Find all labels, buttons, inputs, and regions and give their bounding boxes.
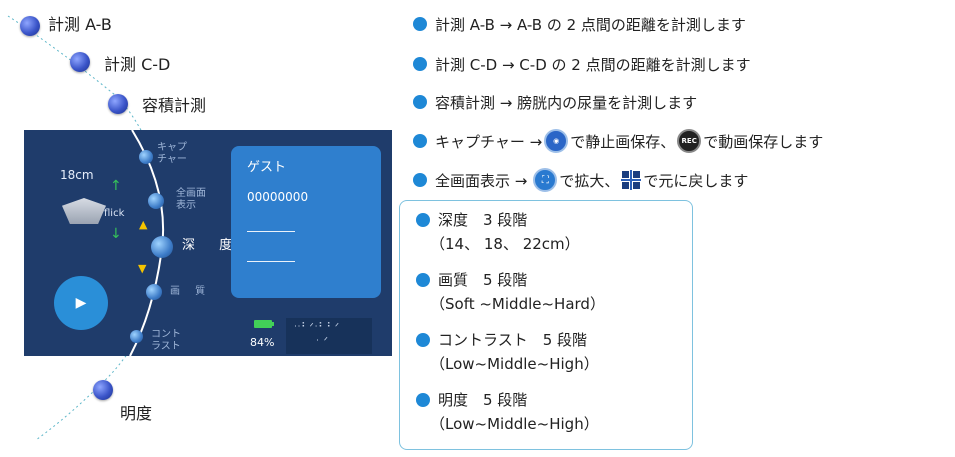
desc-capture-text-b: で静止画保存、 [570,132,676,151]
depth-menu-label[interactable]: 深 度 [182,238,243,253]
spec-depth-detail: （14、 18、 22cm） [430,235,580,253]
battery-cap [272,322,274,326]
patient-id: 00000000 [247,190,309,204]
desc-fullscreen-text-c: で元に戻します [643,171,749,190]
bullet-icon [413,57,427,71]
spec-quality-title: 画質 5 段階 [416,269,527,290]
desc-measure-cd-text: 計測 C-D → C-D の 2 点間の距離を計測します [435,55,751,74]
capture-menu-dot[interactable] [139,150,153,164]
desc-capture-text-c: で動画保存します [703,132,824,151]
rec-icon[interactable]: REC [677,129,702,153]
flick-down-arrow: ↓ [110,226,122,242]
desc-fullscreen-text-b: で拡大、 [559,171,620,190]
desc-measure-ab-text: 計測 A-B → A-B の 2 点間の距離を計測します [435,15,746,34]
measure-ab-dot[interactable] [20,16,40,36]
spec-depth-title: 深度 3 段階 [416,209,527,230]
battery-percent: 84% [250,336,275,349]
play-button[interactable]: ▶ [54,276,108,330]
outer-item-volume[interactable]: 容積計測 [142,96,207,115]
desc-volume-text: 容積計測 → 膀胱内の尿量を計測します [435,93,698,112]
measure-cd-dot[interactable] [70,52,90,72]
fullscreen-menu-dot[interactable] [148,193,164,209]
spec-quality-title-text: 画質 5 段階 [438,271,528,289]
info-line-2: ᐧ ᐟ [316,336,329,347]
desc-capture: キャプチャー → ◉ で静止画保存、 REC で動画保存します [413,129,824,153]
outer-item-brightness[interactable]: 明度 [120,404,153,423]
bullet-icon [416,272,430,287]
expand-icon[interactable]: ⛶ [533,168,558,192]
info-box: ᐧᐧ⠃ᐟᐧ⠃⠃ᐟ ᐧ ᐟ [286,318,372,354]
contrast-menu-dot[interactable] [130,330,143,343]
shrink-icon[interactable] [621,170,642,190]
device-screen: 18cm ↑ flick ↓ ▶ キャプ チャー 全画面 表示 ▲ 深 度 ▼ … [24,130,392,356]
desc-fullscreen: 全画面表示 → ⛶ で拡大、 で元に戻します [413,168,749,192]
volume-dot[interactable] [108,94,128,114]
patient-name: ゲスト [247,160,287,175]
desc-capture-text-a: キャプチャー → [435,132,543,151]
desc-measure-cd: 計測 C-D → C-D の 2 点間の距離を計測します [413,53,751,75]
spec-quality-detail: （Soft ~Middle~Hard） [430,295,605,313]
depth-menu-dot[interactable] [151,236,173,258]
brightness-dot[interactable] [93,380,113,400]
spec-contrast-title-text: コントラスト 5 段階 [438,331,588,349]
bullet-icon [416,332,430,347]
bullet-icon [413,17,427,31]
quality-menu-dot[interactable] [146,284,162,300]
patient-field-1: ―――― [247,224,295,238]
down-triangle-icon: ▼ [138,262,147,275]
quality-menu-label[interactable]: 画 質 [170,286,212,297]
spec-box: 深度 3 段階 （14、 18、 22cm） 画質 5 段階 （Soft ~Mi… [399,200,693,450]
bullet-icon [416,392,430,407]
info-line-1: ᐧᐧ⠃ᐟᐧ⠃⠃ᐟ [294,322,341,333]
desc-measure-ab: 計測 A-B → A-B の 2 点間の距離を計測します [413,13,746,35]
outer-item-measure-cd[interactable]: 計測 C-D [104,55,171,74]
spec-brightness-detail: （Low~Middle~High） [430,415,599,433]
flick-up-arrow: ↑ [110,178,122,194]
camera-icon[interactable]: ◉ [544,129,569,153]
spec-depth-title-text: 深度 3 段階 [438,211,528,229]
bullet-icon [416,212,430,227]
fullscreen-menu-label[interactable]: 全画面 表示 [176,188,206,211]
desc-fullscreen-text-a: 全画面表示 → [435,171,528,190]
outer-item-measure-ab[interactable]: 計測 A-B [48,15,112,34]
up-triangle-icon: ▲ [139,218,148,231]
patient-field-2: ―――― [247,254,295,268]
patient-panel: ゲスト 00000000 ―――― ―――― [231,146,381,298]
desc-volume: 容積計測 → 膀胱内の尿量を計測します [413,91,697,113]
flick-label: flick [104,208,125,219]
spec-brightness-title-text: 明度 5 段階 [438,391,528,409]
bullet-icon [413,95,427,109]
contrast-menu-label[interactable]: コント ラスト [151,329,181,352]
spec-contrast-title: コントラスト 5 段階 [416,329,587,350]
bullet-icon [413,134,427,148]
spec-contrast-detail: （Low~Middle~High） [430,355,599,373]
depth-value: 18cm [60,168,94,182]
capture-menu-label[interactable]: キャプ チャー [157,142,187,165]
bullet-icon [413,173,427,187]
spec-brightness-title: 明度 5 段階 [416,389,527,410]
play-icon: ▶ [75,295,87,311]
battery-icon [254,320,272,328]
